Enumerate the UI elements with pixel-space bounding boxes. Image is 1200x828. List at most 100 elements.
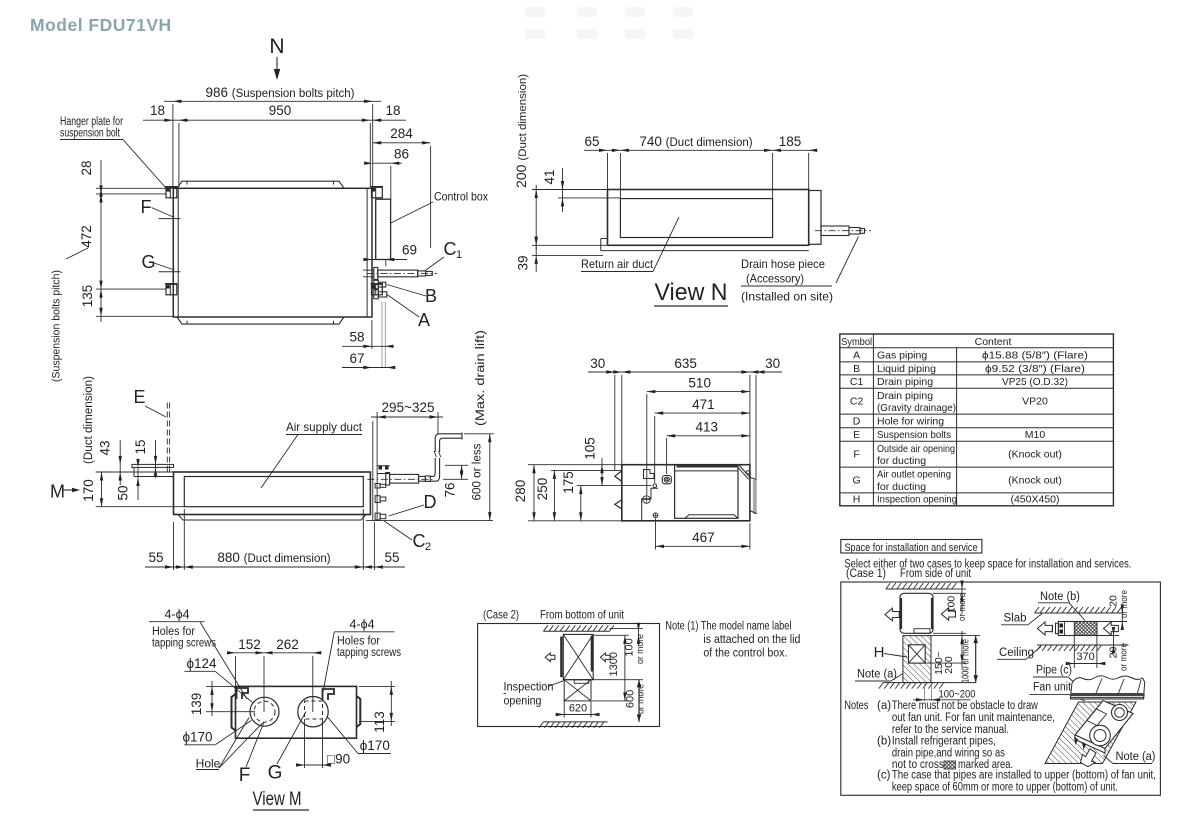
svg-text:295~325: 295~325	[382, 400, 435, 415]
svg-text:Note (a): Note (a)	[1116, 751, 1156, 763]
svg-text:Outside air opening: Outside air opening	[877, 443, 955, 455]
svg-text:drain pipe,and wiring so as: drain pipe,and wiring so as	[892, 747, 1005, 759]
svg-text:39: 39	[516, 255, 531, 270]
svg-text:(Case 2): (Case 2)	[483, 608, 519, 622]
svg-text:Ceiling: Ceiling	[999, 647, 1034, 659]
svg-text:175: 175	[561, 471, 576, 494]
svg-text:for ducting: for ducting	[877, 481, 926, 493]
svg-text:M: M	[50, 482, 65, 502]
svg-text:G: G	[141, 252, 155, 272]
svg-text:152: 152	[238, 637, 261, 652]
svg-text:View M: View M	[253, 789, 302, 810]
svg-text:30: 30	[765, 356, 780, 371]
svg-text:H: H	[853, 493, 861, 505]
svg-text:N: N	[269, 35, 284, 58]
svg-text:55: 55	[148, 550, 163, 565]
svg-text:(Gravity drainage): (Gravity drainage)	[877, 402, 956, 414]
svg-text:(c): (c)	[877, 769, 891, 781]
svg-text:740 (Duct dimension): 740 (Duct dimension)	[639, 134, 752, 149]
svg-text:F: F	[141, 197, 152, 217]
svg-text:Holes for: Holes for	[152, 626, 195, 638]
svg-text:200: 200	[943, 656, 955, 674]
svg-text:C1: C1	[850, 376, 864, 388]
svg-text:(Max. drain lift): (Max. drain lift)	[475, 330, 487, 426]
svg-text:is attached on the lid: is attached on the lid	[703, 634, 800, 646]
svg-text:Inspection: Inspection	[504, 680, 554, 694]
svg-text:Hole: Hole	[196, 757, 221, 771]
svg-text:Air outlet opening: Air outlet opening	[877, 469, 951, 481]
svg-text:D: D	[853, 416, 861, 428]
svg-text:(Case 1): (Case 1)	[846, 568, 886, 580]
svg-text:Return air duct: Return air duct	[581, 257, 654, 271]
svg-text:F: F	[853, 449, 859, 461]
svg-text:200 (Duct dimension): 200 (Duct dimension)	[514, 74, 529, 188]
svg-text:986 (Suspension bolts pitch): 986 (Suspension bolts pitch)	[205, 85, 354, 100]
svg-text:not to cross: not to cross	[892, 759, 944, 771]
svg-text:18: 18	[150, 103, 165, 118]
svg-text:100: 100	[624, 638, 636, 656]
svg-text:VP25 (O.D.32): VP25 (O.D.32)	[1002, 376, 1068, 388]
svg-text:E: E	[853, 429, 860, 441]
svg-text:Inspection opening: Inspection opening	[877, 493, 957, 505]
svg-text:Hole for wiring: Hole for wiring	[877, 416, 944, 428]
svg-text:135: 135	[80, 285, 95, 308]
svg-text:Drain hose piece: Drain hose piece	[741, 257, 825, 271]
svg-text:A: A	[853, 350, 860, 362]
svg-text:510: 510	[688, 376, 711, 391]
svg-text:113: 113	[372, 711, 387, 733]
svg-text:Model FDU71VH: Model FDU71VH	[30, 15, 172, 35]
svg-text:Space for installation and ser: Space for installation and service	[845, 542, 978, 554]
svg-text:280: 280	[513, 480, 528, 503]
svg-text:55: 55	[384, 550, 399, 565]
svg-text:86: 86	[394, 147, 409, 162]
svg-text:43: 43	[98, 440, 113, 455]
svg-text:Pipe (c): Pipe (c)	[1036, 665, 1072, 677]
svg-text:(Suspension bolts pitch): (Suspension bolts pitch)	[51, 270, 63, 382]
svg-text:Note (1) The model name label: Note (1) The model name label	[665, 621, 791, 633]
svg-text:1000 or more: 1000 or more	[961, 639, 972, 683]
svg-text:G: G	[853, 475, 861, 487]
svg-text:E: E	[133, 387, 145, 407]
svg-text:A: A	[418, 310, 430, 330]
svg-text:28: 28	[79, 160, 94, 175]
svg-text:The case that pipes are instal: The case that pipes are installed to upp…	[892, 769, 1156, 781]
svg-text:880 (Duct dimension): 880 (Duct dimension)	[217, 550, 330, 565]
svg-text:(Accessory): (Accessory)	[746, 272, 804, 286]
svg-text:18: 18	[385, 103, 400, 118]
svg-text:for ducting: for ducting	[877, 455, 926, 467]
svg-text:139: 139	[189, 693, 204, 716]
svg-text:Drain piping: Drain piping	[877, 376, 933, 388]
svg-text:105: 105	[582, 437, 597, 460]
svg-text:Symbol: Symbol	[841, 336, 872, 348]
svg-text:□90: □90	[327, 752, 350, 767]
svg-text:or more: or more	[1119, 643, 1129, 671]
svg-text:B: B	[853, 363, 860, 375]
svg-text:100~200: 100~200	[939, 689, 976, 701]
svg-text:67: 67	[349, 351, 364, 366]
svg-text:58: 58	[349, 330, 364, 345]
svg-text:of the control box.: of the control box.	[703, 648, 787, 660]
svg-text:ϕ15.88 (5/8″) (Flare): ϕ15.88 (5/8″) (Flare)	[982, 350, 1088, 362]
svg-text:Liquid piping: Liquid piping	[877, 363, 936, 375]
svg-text:413: 413	[696, 420, 719, 435]
svg-text:out fan unit. For fan unit mai: out fan unit. For fan unit maintenance,	[892, 712, 1055, 724]
svg-text:From side of unit: From side of unit	[900, 568, 972, 580]
svg-text:Drain piping: Drain piping	[877, 390, 933, 402]
svg-text:VP20: VP20	[1022, 396, 1048, 408]
svg-text:C: C	[413, 531, 426, 551]
svg-text:600 or less: 600 or less	[472, 443, 484, 500]
svg-text:370: 370	[1076, 651, 1094, 663]
svg-text:1: 1	[456, 249, 462, 261]
svg-text:2: 2	[425, 541, 431, 553]
svg-text:471: 471	[692, 397, 715, 412]
svg-text:(b): (b)	[877, 735, 891, 747]
svg-text:(450X450): (450X450)	[1010, 493, 1059, 505]
svg-text:or more: or more	[1119, 590, 1129, 618]
svg-text:635: 635	[674, 356, 697, 371]
svg-text:ϕ170: ϕ170	[360, 738, 390, 753]
svg-text:or more: or more	[635, 634, 646, 664]
svg-text:Note (b): Note (b)	[1040, 591, 1080, 603]
svg-text:keep space of 60mm or more to: keep space of 60mm or more to upper (bot…	[892, 781, 1118, 793]
svg-text:G: G	[268, 763, 283, 784]
svg-text:opening: opening	[504, 694, 542, 708]
